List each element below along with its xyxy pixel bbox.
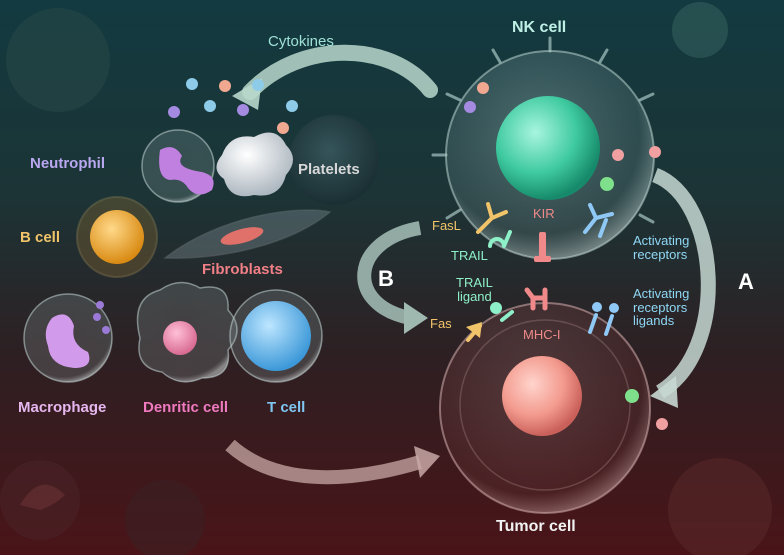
nk-cell xyxy=(431,36,661,260)
t-cell xyxy=(229,289,323,383)
tumor-cell-label: Tumor cell xyxy=(496,518,576,535)
pathway-a-label: A xyxy=(738,269,754,294)
b-cell-label: B cell xyxy=(20,229,61,246)
fasl-label: FasL xyxy=(432,218,461,233)
kir-label: KIR xyxy=(533,206,555,221)
neutrophil xyxy=(141,129,215,203)
dendritic-cell-label: Denritic cell xyxy=(143,399,229,416)
trail-label: TRAIL xyxy=(451,248,488,263)
mhc-i-label: MHC-I xyxy=(523,327,561,342)
t-cell-label: T cell xyxy=(267,399,306,416)
activating-receptors-label: Activating receptors xyxy=(633,233,690,262)
macrophage-label: Macrophage xyxy=(18,399,107,416)
platelets-label: Platelets xyxy=(298,161,360,178)
activating-receptors-ligands-label: Activating receptors ligands xyxy=(633,286,690,329)
fibroblast xyxy=(162,209,332,259)
cytokines-label: Cytokines xyxy=(268,33,334,50)
fas-label: Fas xyxy=(430,316,452,331)
pathway-b-label: B xyxy=(378,266,394,291)
trail-ligand-label: TRAIL ligand xyxy=(456,275,493,304)
b-cell xyxy=(76,196,158,278)
dendritic-cell xyxy=(136,281,238,383)
nk-cell-label: NK cell xyxy=(512,19,567,36)
fibroblasts-label: Fibroblasts xyxy=(202,261,283,278)
neutrophil-label: Neutrophil xyxy=(30,155,105,172)
macrophage xyxy=(23,293,113,383)
platelets xyxy=(216,115,379,205)
